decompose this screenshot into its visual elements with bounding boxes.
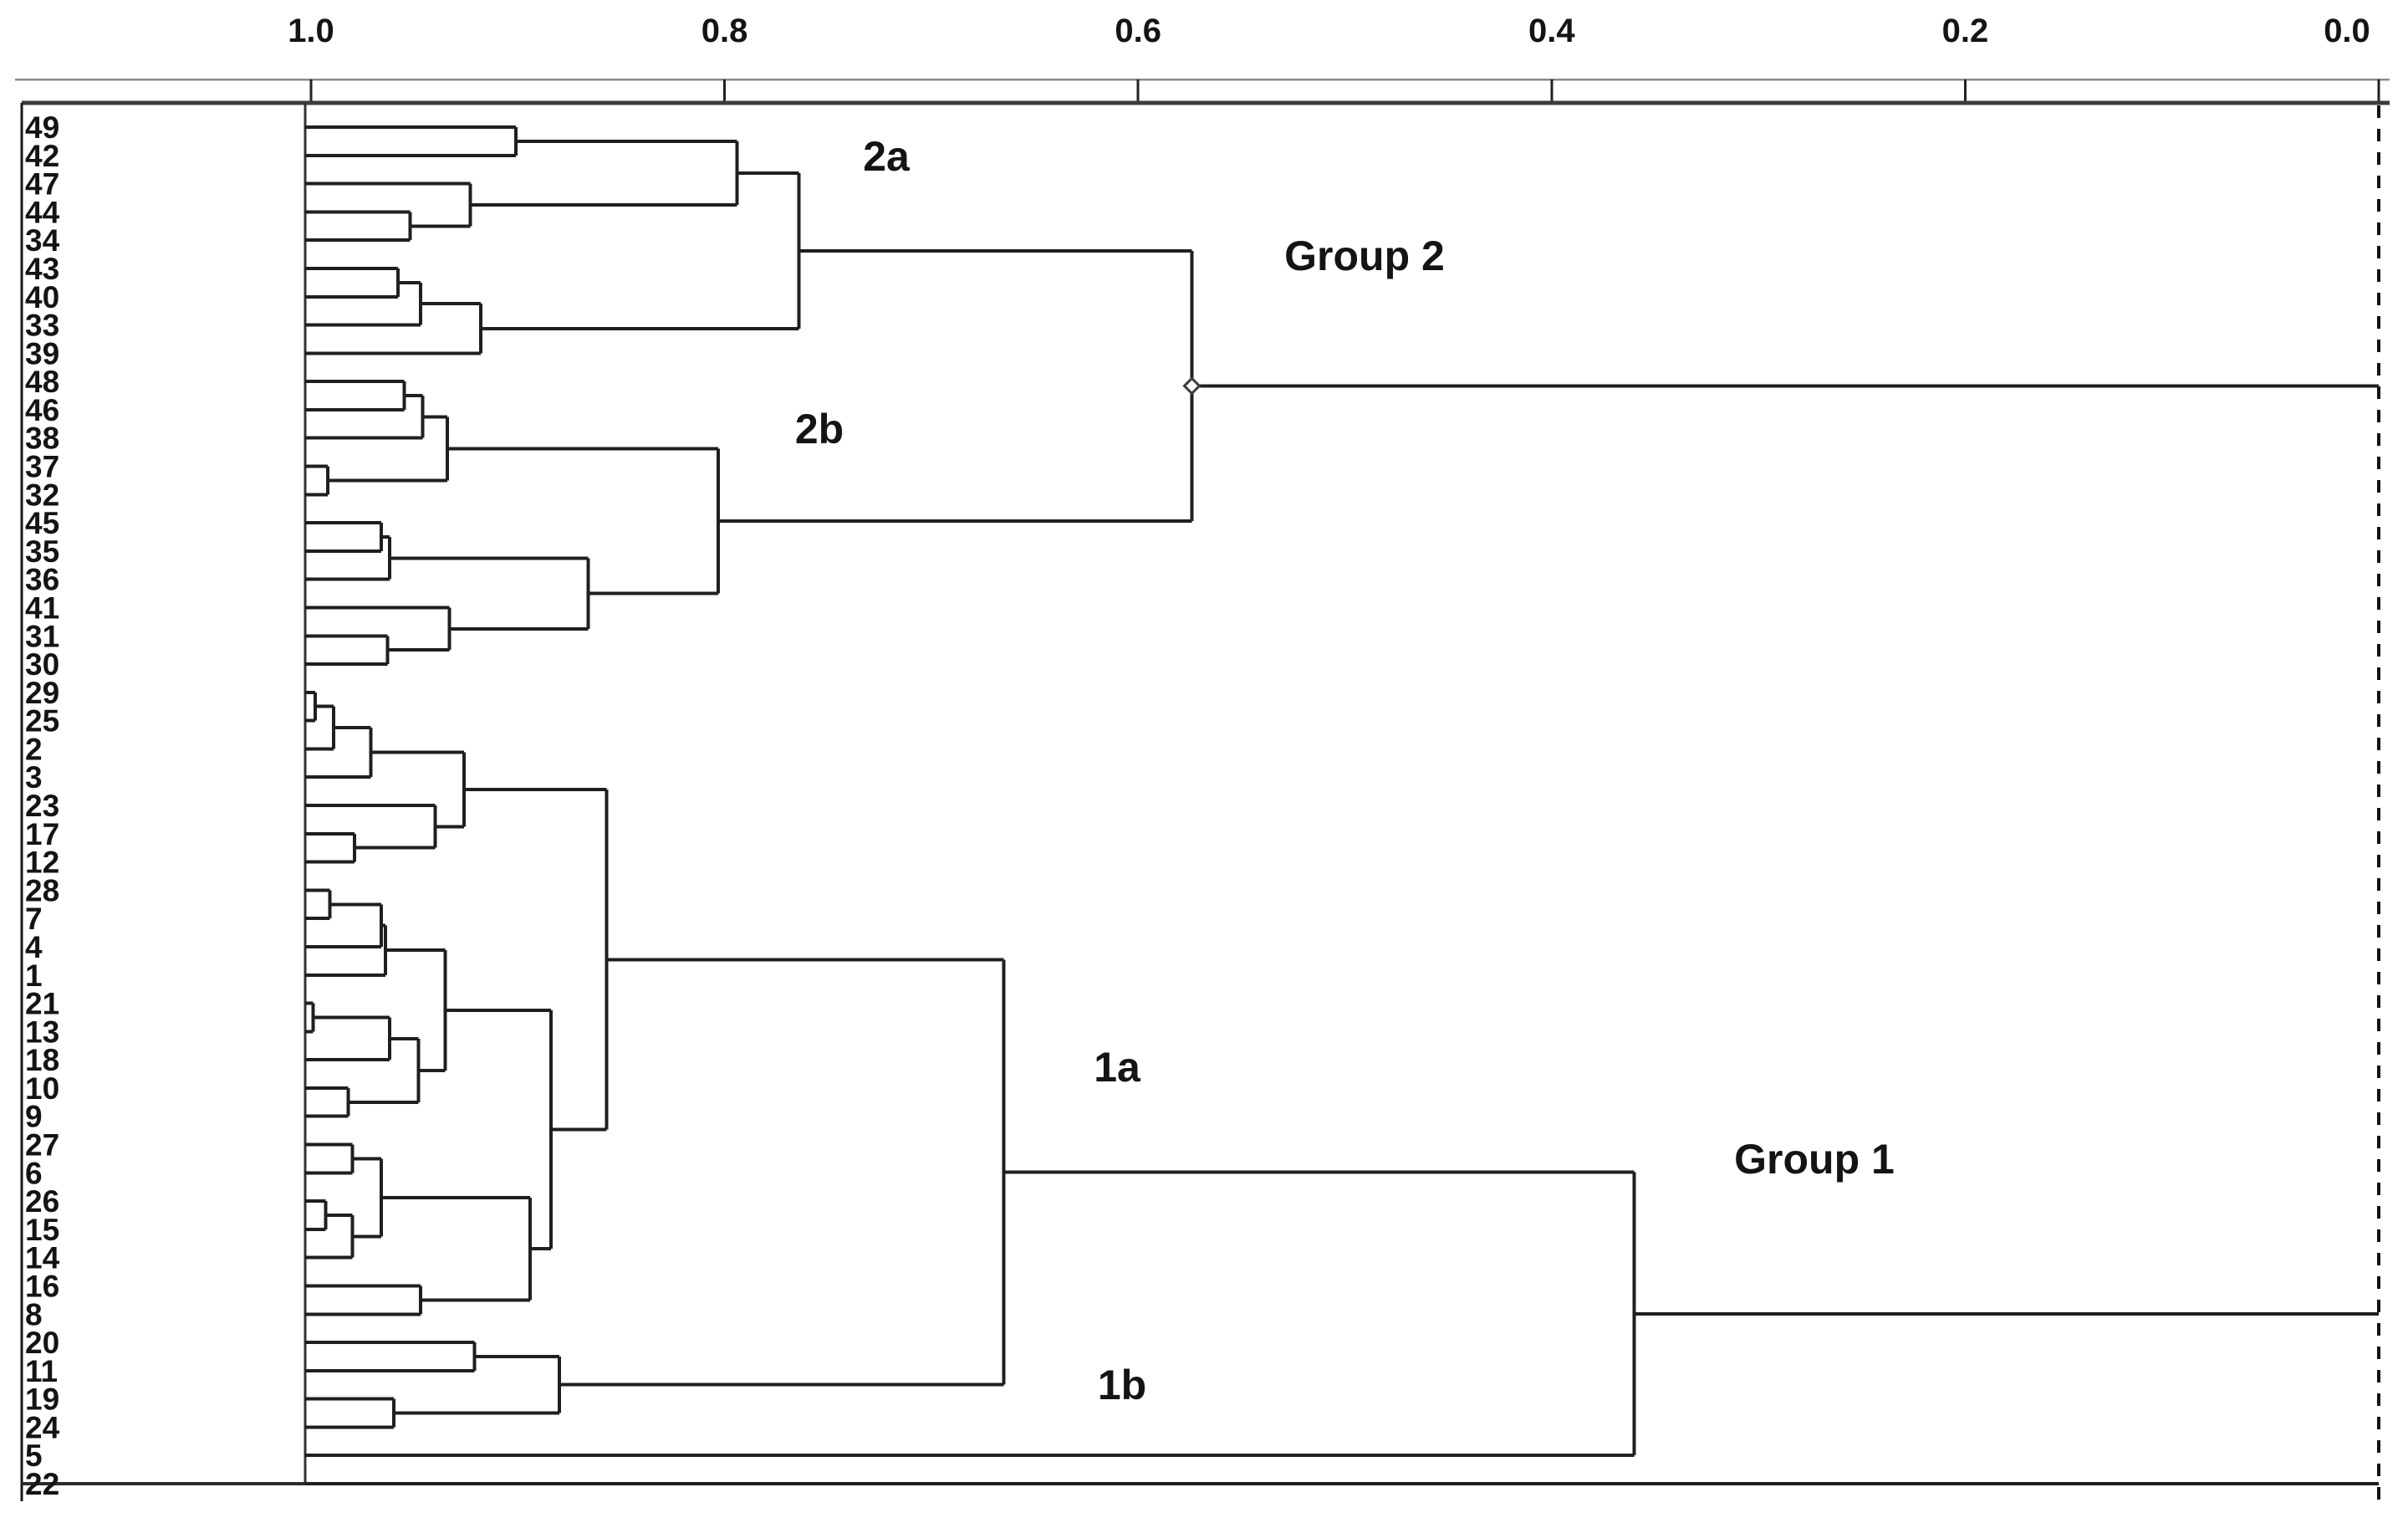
leaf-label: 12: [25, 846, 59, 880]
leaf-label: 44: [25, 195, 60, 229]
cluster-label-group1: Group 1: [1734, 1136, 1895, 1183]
leaf-label: 16: [25, 1269, 59, 1303]
axis-tick-label: 0.8: [701, 13, 748, 49]
axis-tick-label: 0.0: [2324, 13, 2370, 49]
leaf-label: 48: [25, 365, 59, 399]
leaf-label: 43: [25, 252, 59, 286]
leaf-label: 45: [25, 506, 59, 540]
axis-tick-label: 0.4: [1528, 13, 1575, 49]
leaf-label: 49: [25, 110, 59, 145]
leaf-label: 34: [25, 223, 60, 258]
leaf-label: 24: [25, 1410, 60, 1444]
cluster-label-2b: 2b: [795, 406, 844, 452]
leaf-label: 2: [25, 732, 43, 766]
leaf-label: 41: [25, 590, 59, 625]
leaf-label: 39: [25, 336, 59, 371]
leaf-label: 11: [25, 1354, 58, 1388]
leaf-label: 37: [25, 450, 59, 484]
leaf-label: 40: [25, 280, 59, 314]
cluster-label-group2: Group 2: [1284, 233, 1445, 279]
leaf-label: 28: [25, 873, 59, 907]
cluster-label-2a: 2a: [863, 133, 911, 180]
axis-tick-label: 0.2: [1942, 13, 1989, 49]
leaf-label: 31: [25, 619, 59, 653]
leaf-label: 29: [25, 676, 59, 710]
leaf-label: 21: [25, 987, 59, 1021]
leaf-label: 33: [25, 309, 59, 343]
leaf-label: 6: [25, 1156, 43, 1190]
cluster-label-1a: 1a: [1094, 1044, 1141, 1091]
leaf-label: 38: [25, 422, 59, 456]
leaf-label: 9: [25, 1100, 43, 1134]
leaf-label: 5: [25, 1439, 43, 1473]
leaf-label: 10: [25, 1071, 59, 1106]
leaf-label: 42: [25, 139, 59, 173]
leaf-label: 18: [25, 1043, 59, 1077]
leaf-label: 30: [25, 647, 59, 682]
leaf-label: 3: [25, 760, 43, 795]
leaf-label: 23: [25, 789, 59, 823]
leaf-label: 22: [25, 1467, 59, 1501]
leaf-label: 13: [25, 1014, 59, 1049]
leaf-label: 35: [25, 534, 59, 569]
leaf-label: 8: [25, 1297, 43, 1331]
leaf-label: 7: [25, 902, 43, 936]
leaf-label: 17: [25, 817, 59, 851]
axis-tick-label: 0.6: [1115, 13, 1161, 49]
leaf-label: 36: [25, 563, 59, 597]
leaf-label: 26: [25, 1184, 59, 1219]
axis-tick-label: 1.0: [288, 13, 334, 49]
leaf-label: 4: [25, 930, 43, 964]
leaf-label: 46: [25, 393, 59, 427]
cluster-label-1b: 1b: [1098, 1362, 1146, 1408]
leaf-label: 25: [25, 704, 59, 739]
leaf-label: 1: [25, 958, 43, 993]
leaf-label: 27: [25, 1128, 59, 1163]
leaf-label: 19: [25, 1382, 59, 1417]
leaf-label: 14: [25, 1241, 60, 1275]
leaf-label: 15: [25, 1213, 59, 1247]
leaf-label: 47: [25, 167, 59, 202]
leaf-label: 32: [25, 478, 59, 512]
junction-marker-icon: [1182, 376, 1201, 396]
leaf-label: 20: [25, 1326, 59, 1360]
